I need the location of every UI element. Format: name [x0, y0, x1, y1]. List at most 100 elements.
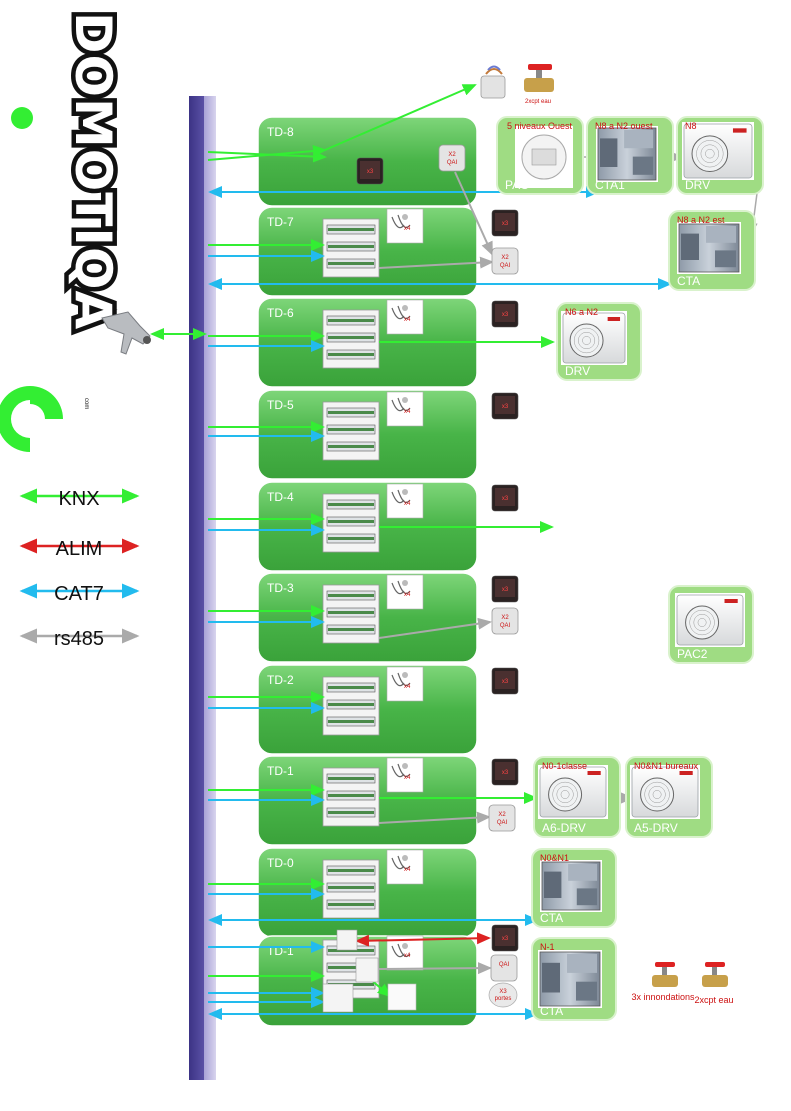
equipment-label: A6-DRV — [542, 821, 586, 835]
sensor-pack-icon: x4 — [386, 574, 424, 610]
floor-label: TD-7 — [267, 215, 294, 229]
air-handling-unit-icon — [597, 127, 657, 181]
equipment-title: N0&N1 — [540, 853, 569, 863]
electrical-cabinet-icon — [322, 859, 380, 919]
electrical-cabinet-icon — [322, 493, 380, 553]
equipment-title: N-1 — [540, 942, 555, 952]
outdoor-ac-unit-icon — [676, 594, 744, 646]
qai-label: X2 — [501, 615, 509, 621]
water-valve-icon — [702, 962, 728, 987]
air-handling-unit-icon — [541, 861, 601, 911]
floor-label: TD-3 — [267, 581, 294, 595]
air-handling-unit-icon — [539, 951, 601, 1007]
legend: KNX ALIM CAT7 rs485 — [19, 488, 140, 650]
electrical-cabinet-icon — [322, 309, 380, 369]
sensor-pack-icon: x4 — [386, 483, 424, 519]
outdoor-ac-unit-icon — [683, 123, 753, 179]
equipment-label: DRV — [565, 364, 590, 378]
equipment-label: PAC2 — [677, 647, 708, 661]
floor-label: TD-6 — [267, 306, 294, 320]
x3-badge: x3 — [491, 209, 519, 237]
x3-badge: x3 — [491, 924, 519, 952]
camera-icon — [101, 311, 151, 355]
equipment-label: DRV — [685, 178, 710, 192]
x3-label: x3 — [502, 936, 509, 942]
water-valve-icon — [524, 64, 554, 92]
floor-label: TD-4 — [267, 490, 294, 504]
door-contacts-label: X3 — [499, 989, 507, 995]
floor-panel-6: TD-2 x4 — [257, 664, 478, 755]
sensor-pack-icon: x4 — [386, 849, 424, 885]
equipment-title: N8 a N2 ouest — [595, 121, 653, 131]
equipment-title: 5 niveaux Ouest — [507, 121, 573, 131]
qai-label: QAI — [499, 962, 510, 968]
x3-badge: x3 — [491, 484, 519, 512]
door-contacts-label: portes — [495, 996, 512, 1002]
floor-badges: x3X2QAIx3x3x3x3x3x3x3x3X2QAIX2QAIX2QAIQA… — [322, 144, 519, 1013]
legend-rs485: rs485 — [54, 628, 104, 650]
basement-devices — [322, 929, 417, 1013]
logo-dot-icon — [11, 107, 33, 129]
equipment-label: PAC — [505, 178, 529, 192]
sensor-pack-icon: x4 — [386, 208, 424, 244]
floor-label: TD-5 — [267, 398, 294, 412]
x4-label: x4 — [404, 775, 411, 781]
floor-panel-2: TD-6 x4 — [257, 297, 478, 388]
floor-label: TD-8 — [267, 125, 294, 139]
x3-label: x3 — [367, 169, 374, 175]
equipment-label: A5-DRV — [634, 821, 678, 835]
qai-label: QAI — [497, 820, 508, 826]
x3-badge: x3 — [491, 575, 519, 603]
floor-panel-1: TD-7 x4 — [257, 206, 478, 297]
equipment-title: N8 — [685, 121, 697, 131]
qai-label: QAI — [500, 263, 511, 269]
x3-badge: x3 — [491, 667, 519, 695]
x3-label: x3 — [502, 679, 509, 685]
qai-sensor-badge: QAI — [490, 954, 518, 982]
qai-label: QAI — [500, 623, 511, 629]
heat-pump-controller-icon — [521, 134, 567, 180]
logo-text: DOMOTIQA — [64, 12, 122, 330]
x4-label: x4 — [404, 592, 411, 598]
floor-panel-4: TD-4 x4 — [257, 481, 478, 572]
sensor-pack-icon: x4 — [386, 666, 424, 702]
floor-panel-7: TD-1 x4 — [257, 755, 478, 846]
air-handling-unit-icon — [678, 223, 740, 273]
floor-label: TD-1 — [267, 764, 294, 778]
electrical-cabinet-icon — [322, 218, 380, 278]
x3-label: x3 — [502, 221, 509, 227]
sensor-pack-icon: x4 — [386, 299, 424, 335]
legend-cat7: CAT7 — [54, 583, 104, 605]
logo-small-text: com — [83, 398, 89, 409]
electrical-cabinet-icon — [322, 401, 380, 461]
backbone-riser — [189, 96, 216, 1080]
equipment-label: CTA — [540, 1004, 563, 1018]
floor-panel-8: TD-0 x4 — [257, 847, 478, 938]
outdoor-ac-unit-icon — [539, 766, 607, 818]
x4-label: x4 — [404, 501, 411, 507]
outdoor-ac-unit-icon — [562, 312, 626, 364]
x3-badge: x3 — [491, 758, 519, 786]
outdoor-ac-unit-icon — [631, 766, 699, 818]
equipment-title: N8 a N2 est — [677, 215, 725, 225]
electrical-cabinet-icon — [322, 584, 380, 644]
x3-label: x3 — [502, 312, 509, 318]
water-meter-label-bottom: 2xcpt eau — [694, 995, 733, 1005]
legend-knx: KNX — [58, 488, 99, 510]
floor-label: TD-2 — [267, 673, 294, 687]
floor-label: TD-0 — [267, 856, 294, 870]
x3-badge: x3 — [491, 392, 519, 420]
x4-label: x4 — [404, 409, 411, 415]
